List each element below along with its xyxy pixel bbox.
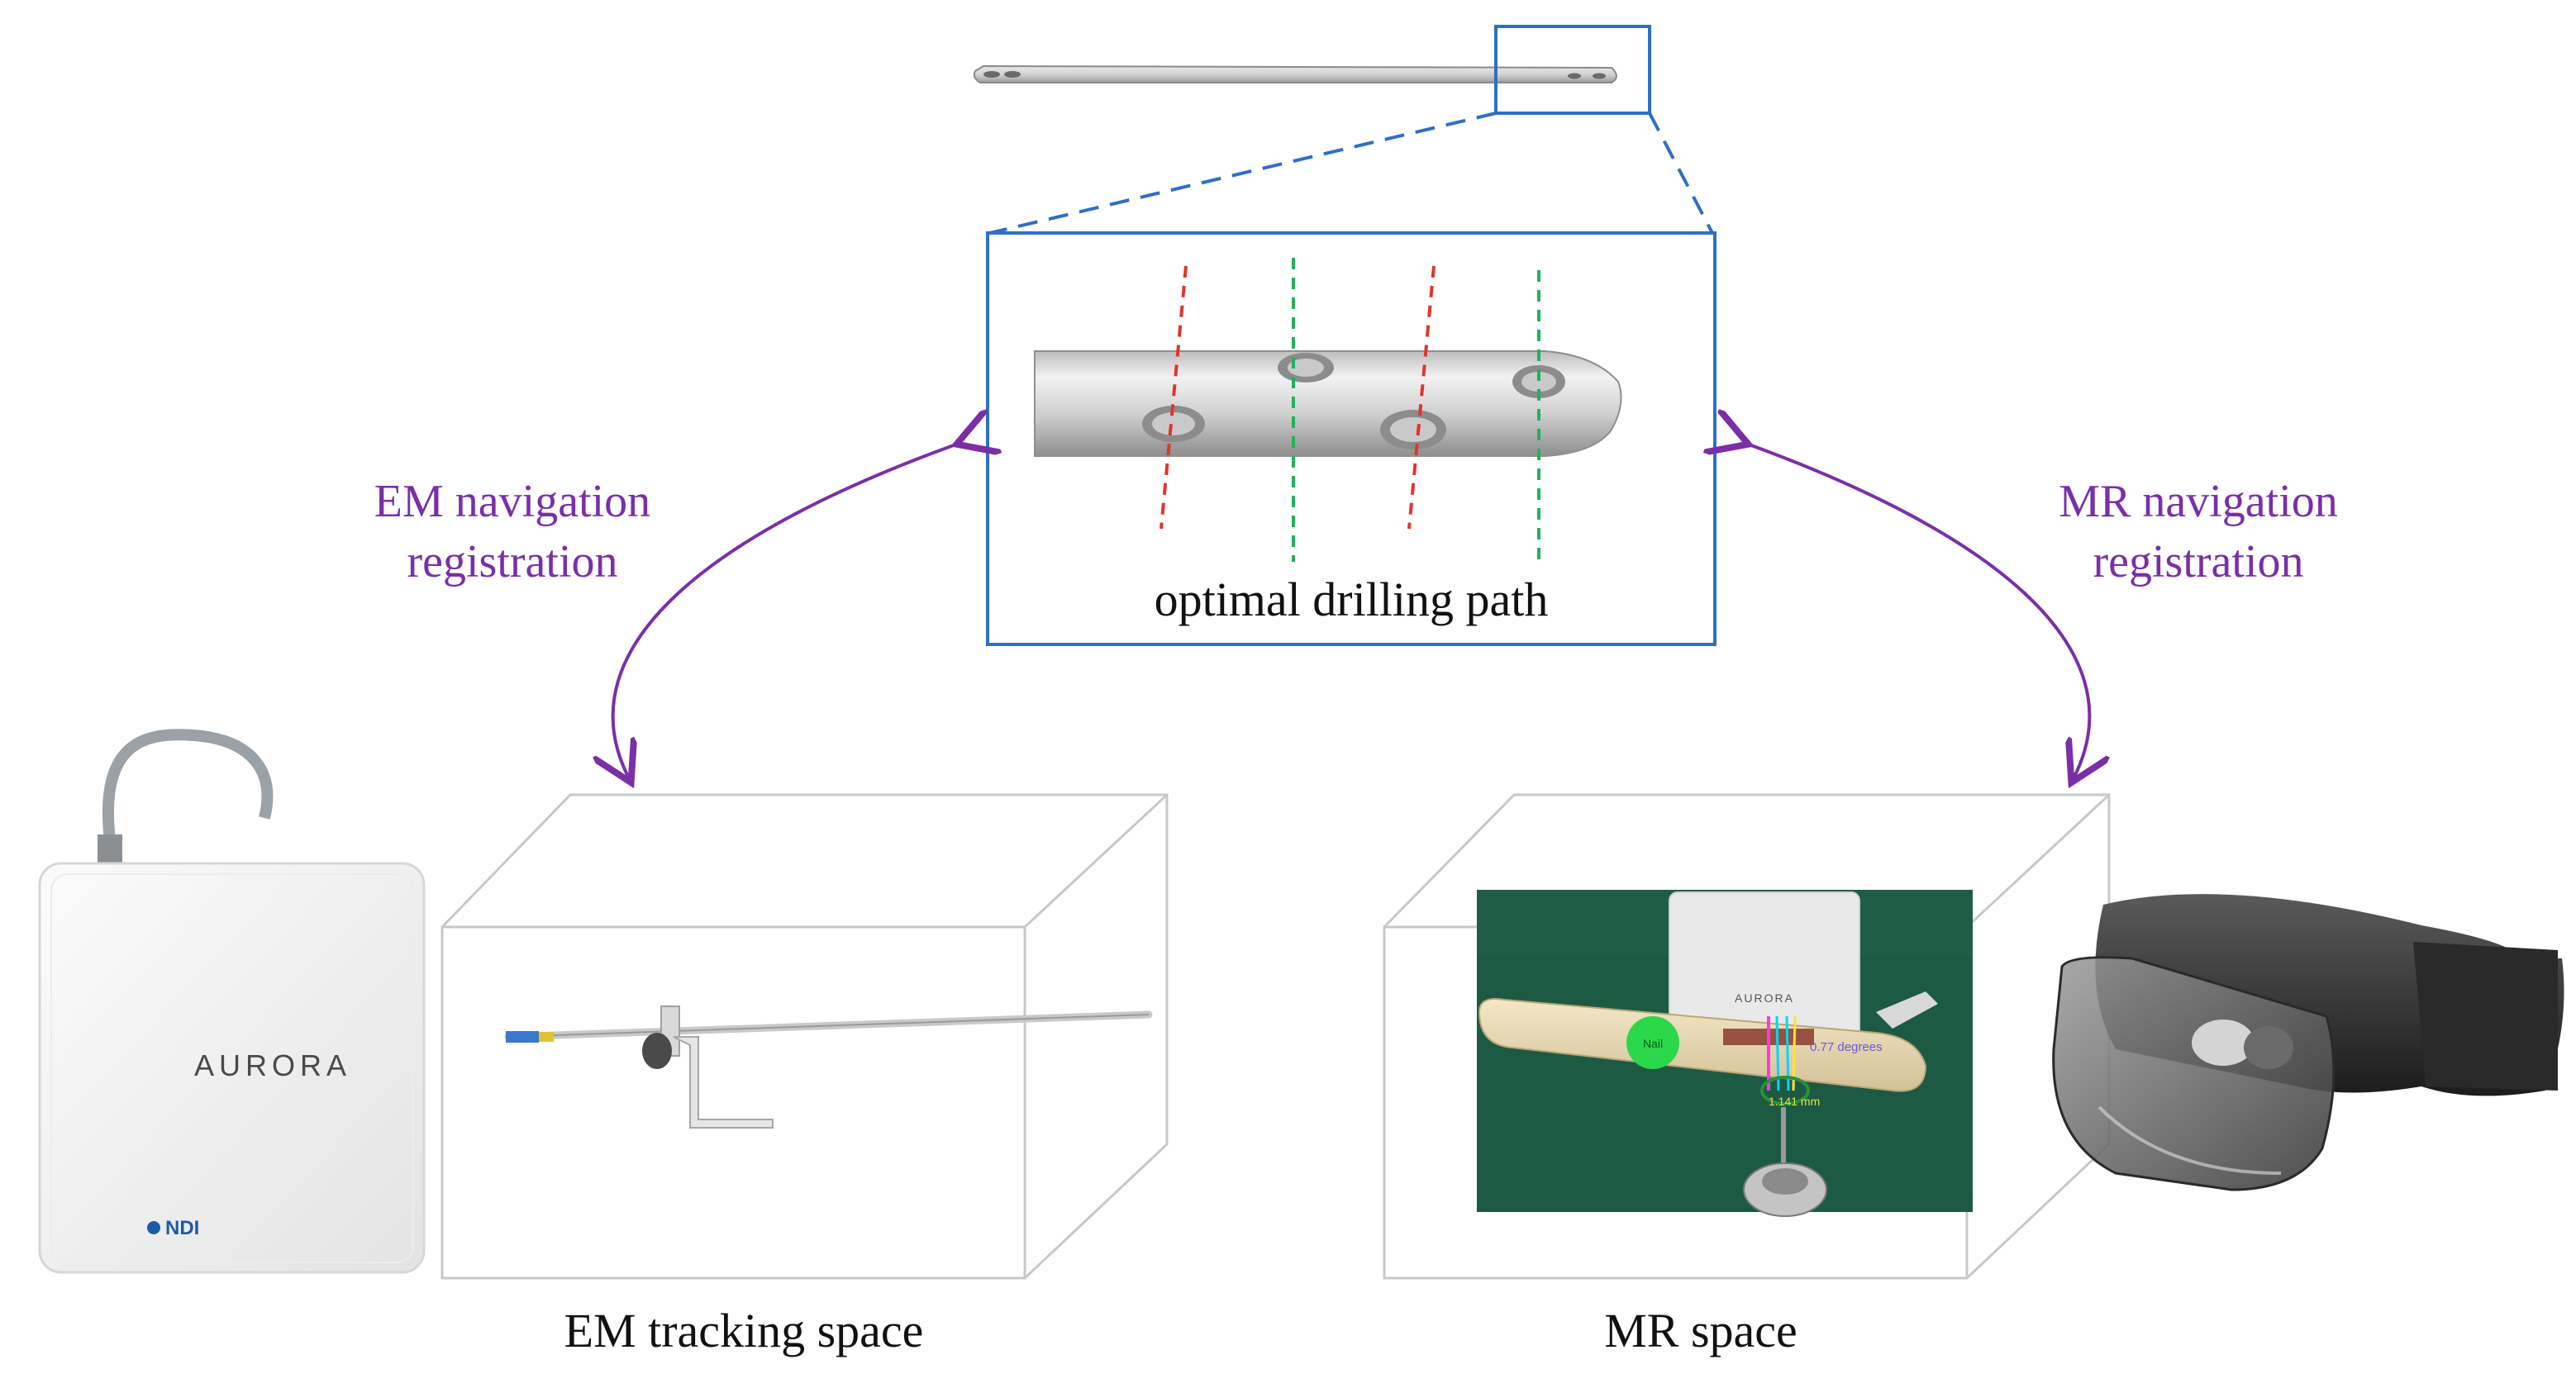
drill-path-red-1 <box>1159 265 1188 530</box>
svg-text:1.141 mm: 1.141 mm <box>1769 1095 1820 1108</box>
mr-space: AURORA Nail 0.77 degrees 1.141 mm MR spa… <box>1383 793 2111 1357</box>
svg-text:AURORA: AURORA <box>1735 991 1794 1005</box>
svg-text:Nail: Nail <box>1643 1037 1663 1050</box>
em-registration-arrow <box>613 442 963 777</box>
zoom-source-box <box>1494 25 1651 115</box>
em-field-generator: AURORA NDI <box>38 729 426 1274</box>
mr-registration-arrow <box>1742 442 2089 777</box>
mr-space-caption: MR space <box>1604 1304 1797 1357</box>
mr-headset <box>2052 894 2564 1191</box>
device-brand-logo: AURORA <box>194 1048 351 1082</box>
em-space-caption: EM tracking space <box>564 1304 924 1357</box>
mr-arrow-label-line2: registration <box>2093 536 2303 587</box>
inset-caption: optimal drilling path <box>1155 573 1549 626</box>
device-maker-logo: NDI <box>165 1217 199 1239</box>
zoom-line-right <box>1648 112 1714 234</box>
mr-arrow-label-line1: MR navigation <box>2059 476 2338 527</box>
em-arrow-label-line2: registration <box>407 536 617 587</box>
em-arrow-label-line1: EM navigation <box>374 476 650 527</box>
nail-thumbnail <box>973 64 1617 83</box>
zoom-line-left <box>989 112 1497 235</box>
drilling-path-inset: optimal drilling path <box>986 231 1717 646</box>
svg-text:0.77 degrees: 0.77 degrees <box>1810 1040 1883 1054</box>
mr-overlay-view: AURORA Nail 0.77 degrees 1.141 mm <box>1477 890 1973 1217</box>
em-tracking-space: EM tracking space <box>440 793 1169 1357</box>
nail-marker <box>1626 1016 1679 1069</box>
drill-path-red-2 <box>1407 265 1436 530</box>
tracked-instrument <box>504 1005 1153 1129</box>
